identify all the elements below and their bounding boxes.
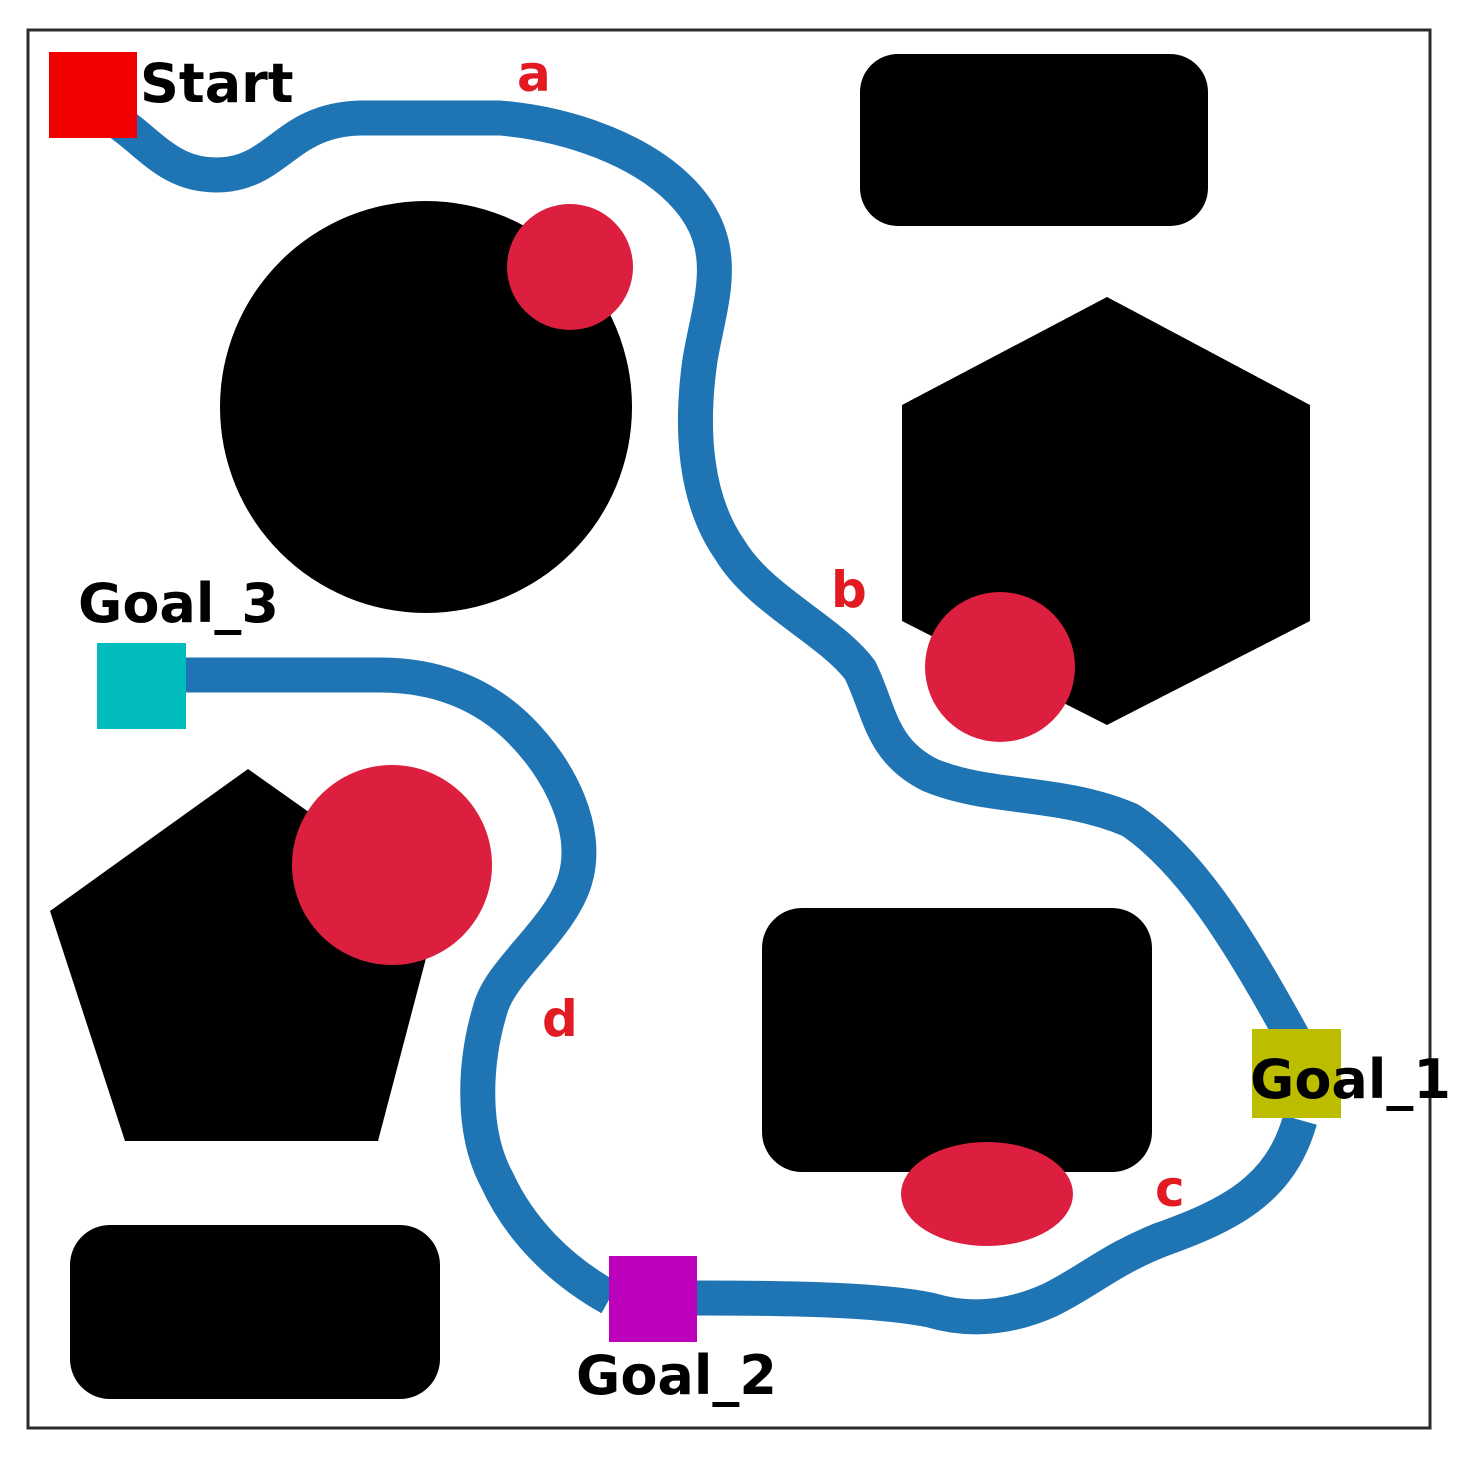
goal-2-label: Goal_2: [576, 1344, 777, 1407]
hazard-circle-1: [507, 204, 633, 330]
waypoint-label-b: b: [831, 561, 867, 619]
waypoint-label-c: c: [1155, 1160, 1185, 1218]
hazard-ellipse-4: [901, 1142, 1073, 1246]
path-start-to-goal-1: [100, 100, 1313, 1054]
start-label: Start: [140, 52, 294, 115]
paths: [100, 100, 1317, 1335]
goal-3-marker: [97, 643, 186, 729]
goal-3-label: Goal_3: [78, 572, 279, 635]
goal-1-label: Goal_1: [1250, 1048, 1451, 1111]
hazards: [292, 204, 1075, 1246]
path-goal-2-to-goal-3: [185, 657, 619, 1314]
obstacle-rounded-rect-bottom-left: [70, 1225, 440, 1399]
goal-2-marker: [609, 1256, 697, 1342]
hazard-circle-2: [925, 592, 1075, 742]
obstacle-rounded-rect-center: [762, 908, 1152, 1172]
waypoint-label-a: a: [517, 45, 551, 103]
start-marker: [49, 52, 137, 138]
waypoint-label-d: d: [542, 990, 578, 1048]
obstacle-rounded-rect-top-right: [860, 54, 1208, 226]
path-goal-1-to-goal-2: [696, 1114, 1317, 1335]
hazard-circle-3: [292, 765, 492, 965]
goal-1-marker: [1252, 1029, 1341, 1118]
